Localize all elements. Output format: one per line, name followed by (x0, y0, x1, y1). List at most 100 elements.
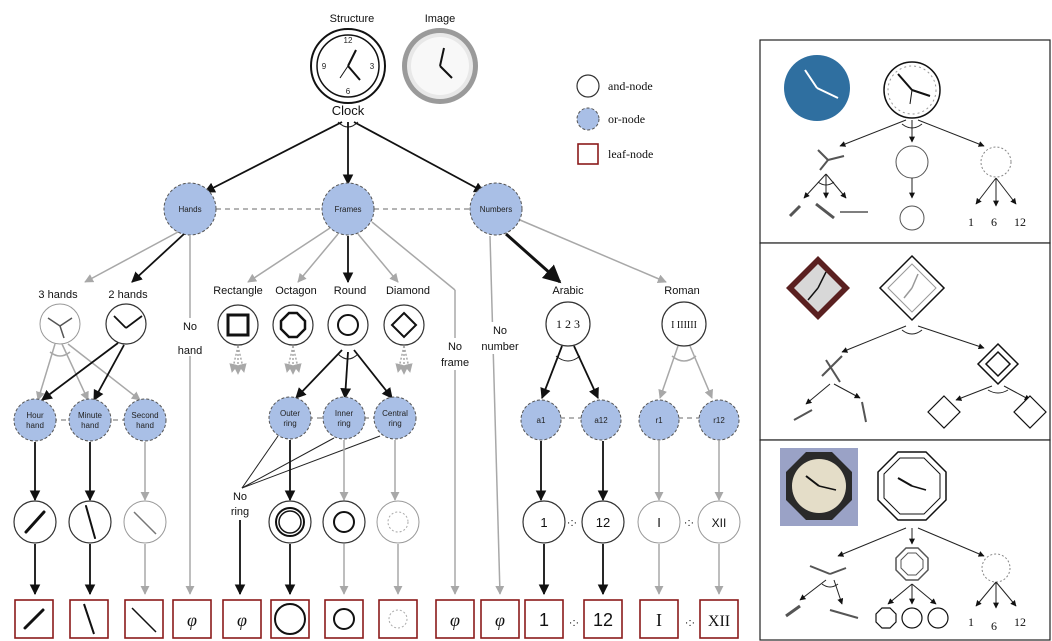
no-hand-label-2: hand (178, 345, 202, 357)
octagon-frame-and-node (272, 304, 314, 346)
hands-or-node (163, 182, 217, 236)
hands-label: Hands (178, 205, 201, 214)
arabic-label: Arabic (552, 285, 584, 297)
outer-ring-or-node (268, 396, 312, 440)
leaf-XII-label: XII (708, 613, 730, 630)
number-12-and-node (581, 500, 625, 544)
panel1-num-12: 12 (1014, 215, 1026, 229)
roman-ellipsis: ·:· (684, 517, 694, 529)
clock-photo-icon (402, 28, 478, 104)
leaf-roman-XII: XII (699, 599, 739, 639)
second-hand-label-2: hand (136, 421, 154, 430)
leaf-I-label: I (656, 610, 662, 630)
octagon-clock-photo (780, 448, 858, 526)
central-ring-and-node (376, 500, 420, 544)
a1-label: a1 (537, 416, 546, 425)
rectangle-frame-and-node (217, 304, 259, 346)
image-label: Image (425, 13, 456, 25)
a12-or-node (580, 399, 622, 441)
three-hands-label: 3 hands (38, 289, 78, 301)
leaf-1-label: 1 (539, 610, 549, 630)
round-frame-and-node (327, 304, 369, 346)
frames-label: Frames (334, 205, 361, 214)
no-ring-label-1: No (233, 491, 247, 503)
minute-hand-label-2: hand (81, 421, 99, 430)
diamond-hands-part-icon (821, 355, 843, 383)
frames-or-node (321, 182, 375, 236)
roman-XII-label: XII (712, 516, 727, 530)
leaf-hour-hand (14, 599, 54, 639)
minute-hand-and-node (68, 500, 112, 544)
example-panel-3: 1 6 12 (759, 439, 1051, 641)
roman-symbol: I IIIIII (671, 320, 697, 331)
outer-ring-and-node (268, 500, 312, 544)
clock-structure-icon: 12 3 6 9 (310, 28, 386, 104)
no-hand-label-1: No (183, 321, 197, 333)
leaf-central-ring (378, 599, 418, 639)
legend-leaf-node-icon (577, 143, 599, 165)
octagon-label: Octagon (275, 285, 317, 297)
leaf-phi-4: φ (495, 610, 505, 630)
legend-and-node-label: and-node (608, 79, 653, 93)
roman-label: Roman (664, 285, 699, 297)
leaf-number-1: 1 (524, 599, 564, 639)
legend-leaf-node-label: leaf-node (608, 147, 653, 161)
inner-ring-and-node (322, 500, 366, 544)
octagon-parse-root-icon (877, 451, 947, 521)
leaf-arabic-ellipsis: ·:· (569, 617, 579, 629)
structure-label: Structure (330, 13, 375, 25)
leaf-roman-I: I (639, 599, 679, 639)
leaf-no-ring: φ (222, 599, 262, 639)
diamond-frame-and-node (383, 304, 425, 346)
octagon-hands-part-icon (809, 565, 847, 575)
leaf-outer-ring (270, 599, 310, 639)
rectangle-collapsed-children (229, 345, 247, 375)
r12-or-node (698, 399, 740, 441)
a12-label: a12 (594, 416, 608, 425)
roman-I-and-node (637, 500, 681, 544)
leaf-12-label: 12 (593, 610, 613, 630)
minute-hand-or-node (68, 398, 112, 442)
number-1-label: 1 (540, 515, 547, 530)
r12-label: r12 (713, 416, 725, 425)
inner-ring-label-1: Inner (335, 409, 354, 418)
central-ring-label-1: Central (382, 409, 408, 418)
svg-text:6: 6 (346, 87, 351, 96)
outer-ring-label-2: ring (283, 419, 296, 428)
number-12-label: 12 (596, 515, 610, 530)
outer-ring-label-1: Outer (280, 409, 300, 418)
legend-or-node-icon (576, 107, 600, 131)
leaf-minute-hand (69, 599, 109, 639)
central-ring-label-2: ring (388, 419, 401, 428)
inner-ring-label-2: ring (337, 419, 350, 428)
roman-and-node (661, 301, 707, 347)
two-hands-and-node (105, 303, 147, 345)
hands-part-icon (817, 149, 845, 171)
numbers-or-node (469, 182, 523, 236)
leaf-phi-2: φ (237, 610, 247, 630)
panel1-num-6: 6 (991, 215, 997, 229)
hour-hand-or-node (13, 398, 57, 442)
hour-hand-label-2: hand (26, 421, 44, 430)
example-panel-1: 1 6 12 (759, 39, 1051, 244)
arabic-and-node (545, 301, 591, 347)
roman-XII-and-node (697, 500, 741, 544)
svg-text:12: 12 (344, 36, 353, 45)
minute-hand-label-1: Minute (78, 411, 103, 420)
second-hand-or-node (123, 398, 167, 442)
no-number-label-1: No (493, 325, 507, 337)
r1-label: r1 (655, 416, 663, 425)
a1-or-node (520, 399, 562, 441)
two-hands-label: 2 hands (108, 289, 148, 301)
leaf-phi-3: φ (450, 610, 460, 630)
number-1-and-node (522, 500, 566, 544)
numbers-label: Numbers (480, 205, 512, 214)
arabic-symbol: 1 2 3 (556, 317, 580, 331)
second-hand-and-node (123, 500, 167, 544)
svg-text:3: 3 (370, 62, 375, 71)
r1-or-node (638, 399, 680, 441)
clock-parse-root-icon (883, 61, 941, 119)
inner-ring-or-node (322, 396, 366, 440)
diamond-parse-root-icon (878, 254, 946, 322)
leaf-roman-ellipsis: ·:· (685, 617, 695, 629)
